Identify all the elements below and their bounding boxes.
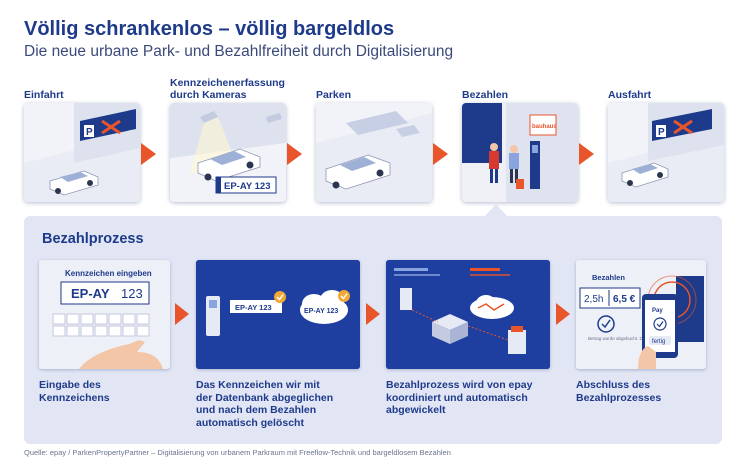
scene-kennzeichenerfassung: EP-AY 123 [170,103,286,202]
person-icon [509,145,519,183]
plate-text: EP-AY 123 [224,181,270,192]
phone-pay-label: Pay [652,308,663,314]
parking-letter: P [658,127,665,138]
parking-sign-icon [656,125,666,137]
desc-epay: Bezahlprozess wird von epay koordiniert … [386,379,532,417]
desc-abschluss: Abschluss des Bezahlprozesses [576,379,661,404]
hand-icon [79,340,163,369]
scene-einfahrt: P [24,103,140,202]
card-abschluss: Bezahlen 2,5h 6,5 € Betrag wurde abgebuc… [576,260,706,369]
camera-icon [266,113,282,123]
source-note: Quelle: epay / ParkenPropertyPartner – D… [24,448,451,457]
scene-bezahlen: bauhaus [462,103,578,202]
desc-eingabe: Eingabe des Kennzeichens [39,379,110,404]
check-icon [274,291,286,303]
flow-arrow-4 [579,143,594,165]
car-icon [621,162,669,188]
card-epay-koordination [386,260,550,369]
desc-line: Bezahlprozesses [576,391,662,404]
step-label-bezahlen: Bezahlen [462,89,509,101]
parking-letter: P [86,127,93,138]
check-icon [597,315,615,333]
input-card-heading: Kennzeichen eingeben [65,269,152,278]
keypad-grid [52,313,150,337]
plate-input-prefix: EP-AY [71,286,110,301]
desc-line: Bezahlprozess wird von epay [386,379,533,391]
desc-line: Abschluss des [576,379,651,391]
plate-input-number: 123 [121,286,143,301]
step-label-parken: Parken [316,89,352,101]
terminal-icon [400,288,412,310]
check-icon [338,290,350,302]
hand-icon [638,346,656,369]
page-subtitle: Die neue urbane Park- und Bezahlfreiheit… [24,43,454,60]
desc-line: der Datenbank abgeglichen [196,391,334,404]
phone-done-button: fertig [652,339,665,345]
step-label-einfahrt: Einfahrt [24,89,64,101]
desc-line: Kennzeichens [39,391,110,404]
car-icon [49,170,99,196]
process-arrow-3 [556,303,570,325]
process-arrow-2 [366,303,380,325]
plate-badge-text: EP-AY 123 [235,303,272,312]
store-sign [529,114,557,136]
desc-line: Eingabe des [39,379,101,391]
person-icon [489,143,499,183]
card-kennzeichen-eingabe: Kennzeichen eingeben EP-AY 123 [39,260,170,369]
panel-pointer [484,204,508,217]
desc-line: und nach dem Bezahlen [196,404,317,416]
store-sign-text: bauhaus [532,124,557,130]
camera-icon [200,111,218,123]
receipt-text: Betrag wurde abgebucht. Danke. [588,336,654,341]
cloud-plate-text: EP-AY 123 [304,308,338,315]
desc-line: automatisch gelöscht [196,416,304,429]
step-label-kennzeichenerfassung: Kennzeichenerfassung durch Kameras [170,77,285,101]
car-icon [325,154,391,190]
payment-terminal-icon [530,141,540,189]
shopping-bag-icon [516,179,524,189]
scene-parken [316,103,432,202]
card-datenbank: EP-AY 123 EP-AY 123 [196,260,360,369]
flow-arrow-2 [287,143,302,165]
payment-heading: Bezahlen [592,273,625,282]
car-icon [197,148,261,182]
plate-badge [230,300,282,313]
page-title: Völlig schrankenlos – völlig bargeldlos [24,18,395,40]
desc-datenbank: Das Kennzeichen wir mit der Datenbank ab… [196,379,333,429]
payment-summary [579,287,641,309]
shop-icon [508,330,526,354]
desc-line: Das Kennzeichen wir mit [196,379,320,391]
parking-duration: 2,5h [584,294,603,305]
parking-sign-icon [84,125,94,137]
step-label-ausfahrt: Ausfahrt [608,89,652,101]
plate-input-field [60,281,150,305]
process-title: Bezahlprozess [42,231,144,247]
process-arrow-1 [175,303,189,325]
scene-ausfahrt: P [608,103,724,202]
desc-line: koordiniert und automatisch [386,391,528,404]
flow-arrow-1 [141,143,156,165]
flow-arrow-3 [433,143,448,165]
payment-amount: 6,5 € [613,294,636,305]
desc-line: abgewickelt [386,404,446,416]
